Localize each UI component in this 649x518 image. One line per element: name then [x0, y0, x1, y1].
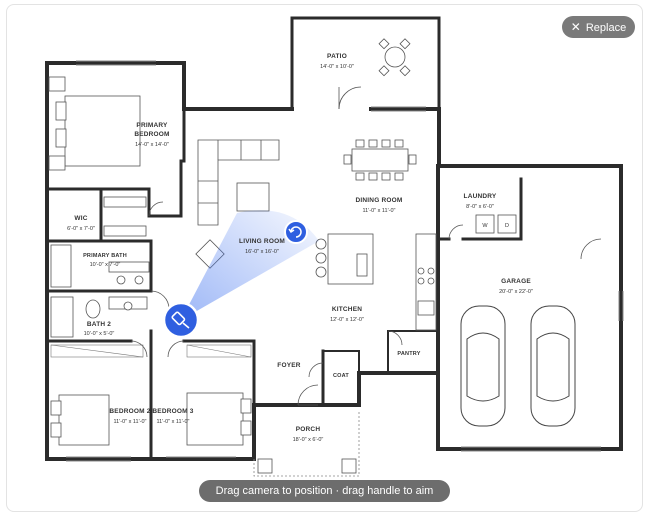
room-label-bedroom3: BEDROOM 3: [152, 408, 193, 415]
room-label-porch: PORCH: [296, 426, 321, 433]
windows: [66, 60, 624, 462]
door-swings: [130, 86, 602, 406]
room-label-patio: PATIO: [327, 53, 347, 60]
floor-plan: PATIO 14'-0" x 10'-0" PRIMARY BEDROOM 14…: [45, 16, 624, 477]
camera-fov: [181, 210, 319, 320]
room-label-primary-bedroom-2: BEDROOM: [134, 131, 169, 138]
porch-outline: [253, 411, 360, 477]
room-dim-porch: 18'-0" x 6'-0": [293, 437, 324, 443]
camera-aim-handle[interactable]: [284, 220, 308, 244]
close-icon: ✕: [570, 20, 581, 34]
room-label-kitchen: KITCHEN: [332, 306, 362, 313]
floor-plan-viewer: PATIO 14'-0" x 10'-0" PRIMARY BEDROOM 14…: [6, 4, 643, 512]
room-label-bedroom2: BEDROOM 2: [109, 408, 150, 415]
replace-button[interactable]: ✕ Replace: [562, 16, 635, 38]
dryer-label: D: [505, 223, 509, 229]
washer-label: W: [482, 223, 488, 229]
room-labels: PATIO 14'-0" x 10'-0" PRIMARY BEDROOM 14…: [67, 53, 533, 443]
room-label-pantry: PANTRY: [397, 351, 420, 357]
room-label-dining: DINING ROOM: [356, 197, 403, 204]
room-label-primary-bath: PRIMARY BATH: [83, 253, 127, 259]
camera-position-marker[interactable]: [162, 301, 200, 339]
room-label-bath2: BATH 2: [87, 321, 111, 328]
room-label-primary-bedroom: PRIMARY: [136, 122, 168, 129]
room-label-living: LIVING ROOM: [239, 238, 285, 245]
room-dim-kitchen: 12'-0" x 12'-0": [330, 317, 364, 323]
room-dim-dining: 11'-0" x 11'-0": [362, 208, 395, 214]
room-label-wic: WIC: [74, 215, 87, 222]
cars: [460, 305, 576, 427]
replace-label: Replace: [585, 22, 627, 34]
room-dim-bedroom3: 11'-0" x 11'-0": [156, 419, 189, 425]
room-dim-primary-bath: 10'-0" x 7'-0": [90, 262, 121, 268]
room-dim-living: 16'-0" x 16'-0": [245, 249, 279, 255]
room-dim-wic: 6'-0" x 7'-0": [67, 226, 95, 232]
room-label-laundry: LAUNDRY: [464, 193, 497, 200]
room-dim-garage: 20'-0" x 22'-0": [499, 289, 533, 295]
room-label-foyer: FOYER: [277, 362, 300, 369]
camera-icon: [171, 311, 190, 329]
rotate-icon: [288, 226, 302, 238]
room-label-coat: COAT: [333, 373, 349, 379]
instruction-hint: Drag camera to position · drag handle to…: [199, 480, 450, 502]
room-dim-bedroom2: 11'-0" x 11'-0": [113, 419, 146, 425]
room-label-garage: GARAGE: [501, 278, 531, 285]
room-dim-laundry: 8'-0" x 6'-0": [466, 204, 494, 210]
furniture: [48, 38, 517, 474]
room-dim-patio: 14'-0" x 10'-0": [320, 64, 354, 70]
room-dim-bath2: 10'-0" x 5'-0": [84, 331, 115, 337]
room-dim-primary-bedroom: 14'-0" x 14'-0": [135, 142, 169, 148]
walls: [45, 16, 623, 461]
closets: [50, 344, 252, 358]
